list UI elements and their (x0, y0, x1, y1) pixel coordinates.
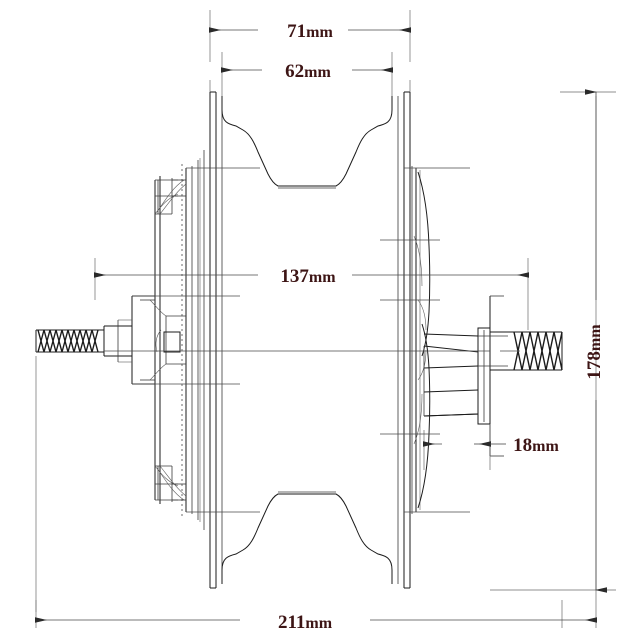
internal-guide-lines (118, 167, 470, 513)
rim-outer-profile (209, 91, 411, 589)
dimension-label-18mm: 18mm (513, 435, 559, 456)
dimension-137mm: 137mm (94, 266, 529, 287)
left-motor-cover-section (103, 150, 205, 530)
dimension-label-137mm: 137mm (280, 266, 336, 287)
dimension-label-62mm: 62mm (285, 61, 331, 82)
dimension-62mm: 62mm (221, 61, 393, 82)
dimension-label-178mm: 178mm (584, 324, 605, 380)
dimension-211mm: 211mm (35, 612, 597, 633)
dimension-label-71mm: 71mm (287, 21, 333, 42)
left-thread-hatching (37, 329, 99, 353)
dimension-71mm: 71mm (209, 21, 411, 42)
left-threaded-axle (35, 329, 104, 353)
right-motor-cover-section (411, 166, 512, 514)
dimension-178mm: 178mm (584, 89, 607, 593)
dimension-label-211mm: 211mm (278, 612, 333, 633)
dimension-18mm: 18mm (423, 435, 560, 456)
